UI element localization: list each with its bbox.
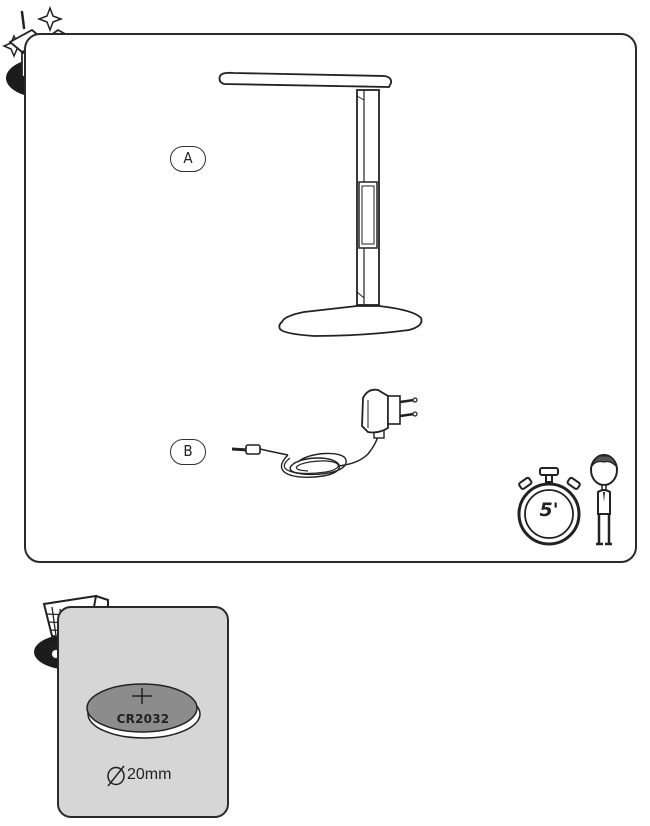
assembly-time-text: 5'	[539, 499, 559, 521]
power-adapter-illustration	[231, 388, 418, 478]
desk-lamp-illustration	[218, 71, 423, 337]
coin-battery-illustration	[86, 683, 201, 739]
battery-model-text: CR2032	[116, 712, 170, 726]
stopwatch-icon	[517, 467, 581, 546]
single-person-icon	[590, 454, 618, 546]
part-a-label: A	[170, 146, 206, 172]
diameter-symbol-icon	[107, 765, 125, 787]
battery-diameter-text: 20mm	[127, 766, 172, 783]
part-b-label: B	[170, 439, 206, 465]
